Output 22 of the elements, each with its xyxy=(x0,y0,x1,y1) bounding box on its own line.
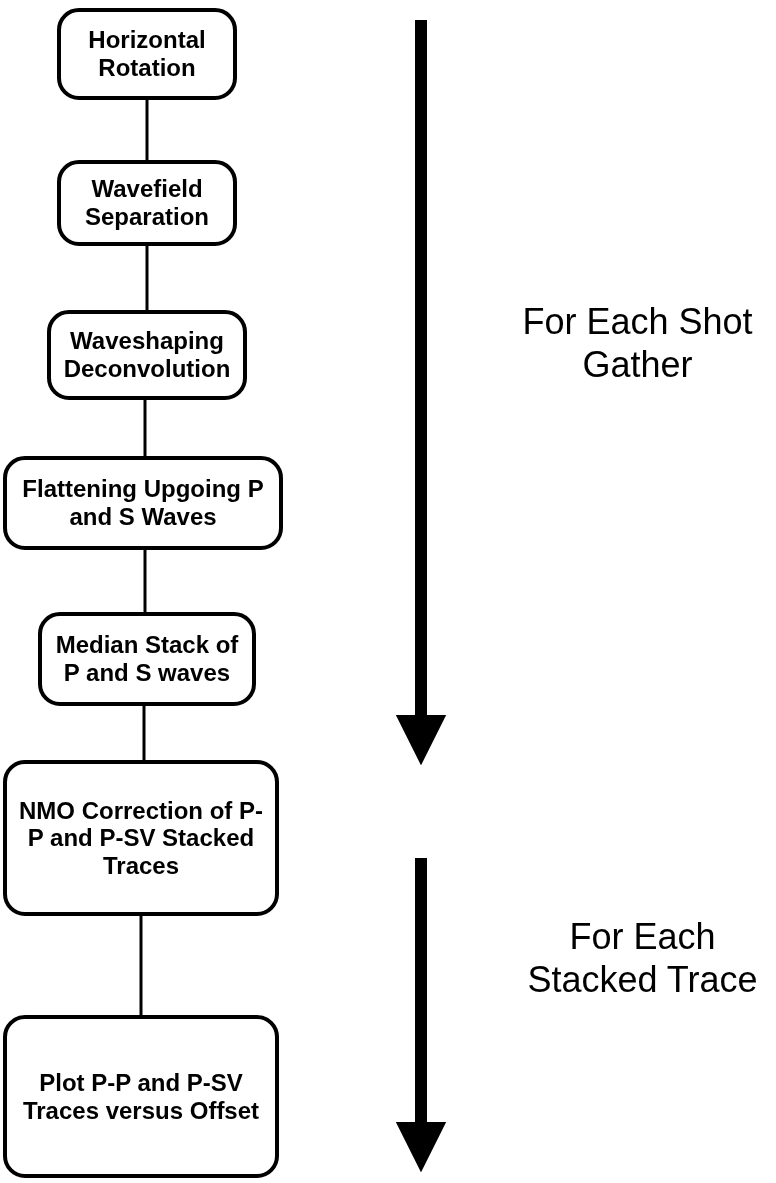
process-box xyxy=(57,8,237,100)
connector-line xyxy=(139,916,143,1015)
scope-label: For Each Stacked Trace xyxy=(526,915,759,1002)
process-box xyxy=(3,760,279,916)
step-label: Waveshaping Deconvolution xyxy=(62,327,232,383)
connector-line xyxy=(145,246,149,310)
connector-line xyxy=(145,100,149,160)
connector-line xyxy=(143,550,147,612)
process-box xyxy=(47,310,247,400)
scope-label: For Each Shot Gather xyxy=(521,300,754,387)
step-label: Plot P-P and P-SV Traces versus Offset xyxy=(21,1068,261,1125)
process-box xyxy=(3,1015,279,1178)
step-label: Median Stack of P and S waves xyxy=(54,631,240,687)
connector-line xyxy=(143,400,147,456)
process-box xyxy=(38,612,256,706)
connector-line xyxy=(142,706,146,760)
process-box xyxy=(3,456,283,550)
step-label: Wavefield Separation xyxy=(84,175,210,231)
step-label: Horizontal Rotation xyxy=(87,26,207,82)
step-label: NMO Correction of P-P and P-SV Stacked Traces xyxy=(18,796,264,880)
step-label: Flattening Upgoing P and S Waves xyxy=(21,475,265,531)
process-box xyxy=(57,160,237,246)
